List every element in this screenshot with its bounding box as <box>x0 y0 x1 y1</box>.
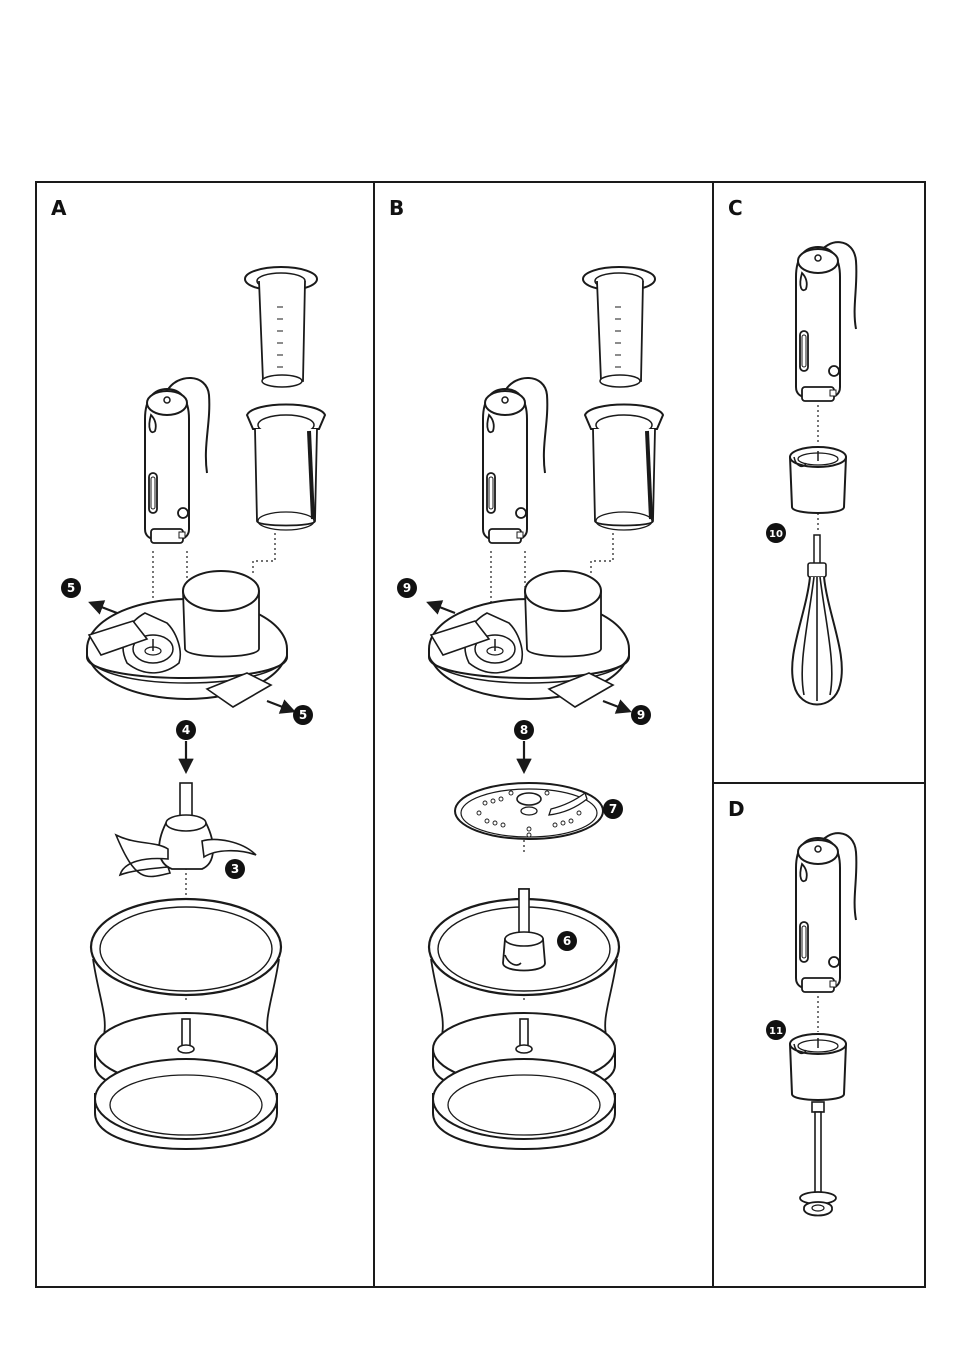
callout-badge: 6 <box>557 931 577 951</box>
callout-badge: 11 <box>766 1020 786 1040</box>
diagram-frame: A <box>35 181 926 1288</box>
callout-8: 8 <box>520 723 528 737</box>
callout-10: 10 <box>769 529 783 540</box>
panel-d-callouts: 11 <box>714 784 924 1286</box>
callout-badge: 5 <box>293 705 313 725</box>
callout-9-left: 9 <box>403 581 411 595</box>
panel-c: C 10 <box>714 183 924 784</box>
panel-b: B <box>375 183 714 1286</box>
callout-7: 7 <box>609 802 617 816</box>
panel-a-callouts: 5 5 4 3 <box>37 183 375 1286</box>
callout-9-right: 9 <box>637 708 645 722</box>
panel-d: D 11 <box>714 784 924 1286</box>
callout-badge: 3 <box>225 859 245 879</box>
callout-5-right: 5 <box>299 708 307 722</box>
callout-badge: 10 <box>766 523 786 543</box>
callout-badge: 8 <box>514 720 534 740</box>
callout-badge: 9 <box>397 578 417 598</box>
panel-a: A <box>37 183 375 1286</box>
callout-5-left: 5 <box>67 581 75 595</box>
callout-badge: 5 <box>61 578 81 598</box>
callout-badge: 7 <box>603 799 623 819</box>
callout-11: 11 <box>769 1026 783 1037</box>
panel-c-callouts: 10 <box>714 183 924 784</box>
callout-4: 4 <box>182 723 190 737</box>
callout-3: 3 <box>231 862 239 876</box>
callout-badge: 9 <box>631 705 651 725</box>
callout-badge: 4 <box>176 720 196 740</box>
panel-b-callouts: 9 9 8 7 6 <box>375 183 714 1286</box>
callout-6: 6 <box>563 934 571 948</box>
